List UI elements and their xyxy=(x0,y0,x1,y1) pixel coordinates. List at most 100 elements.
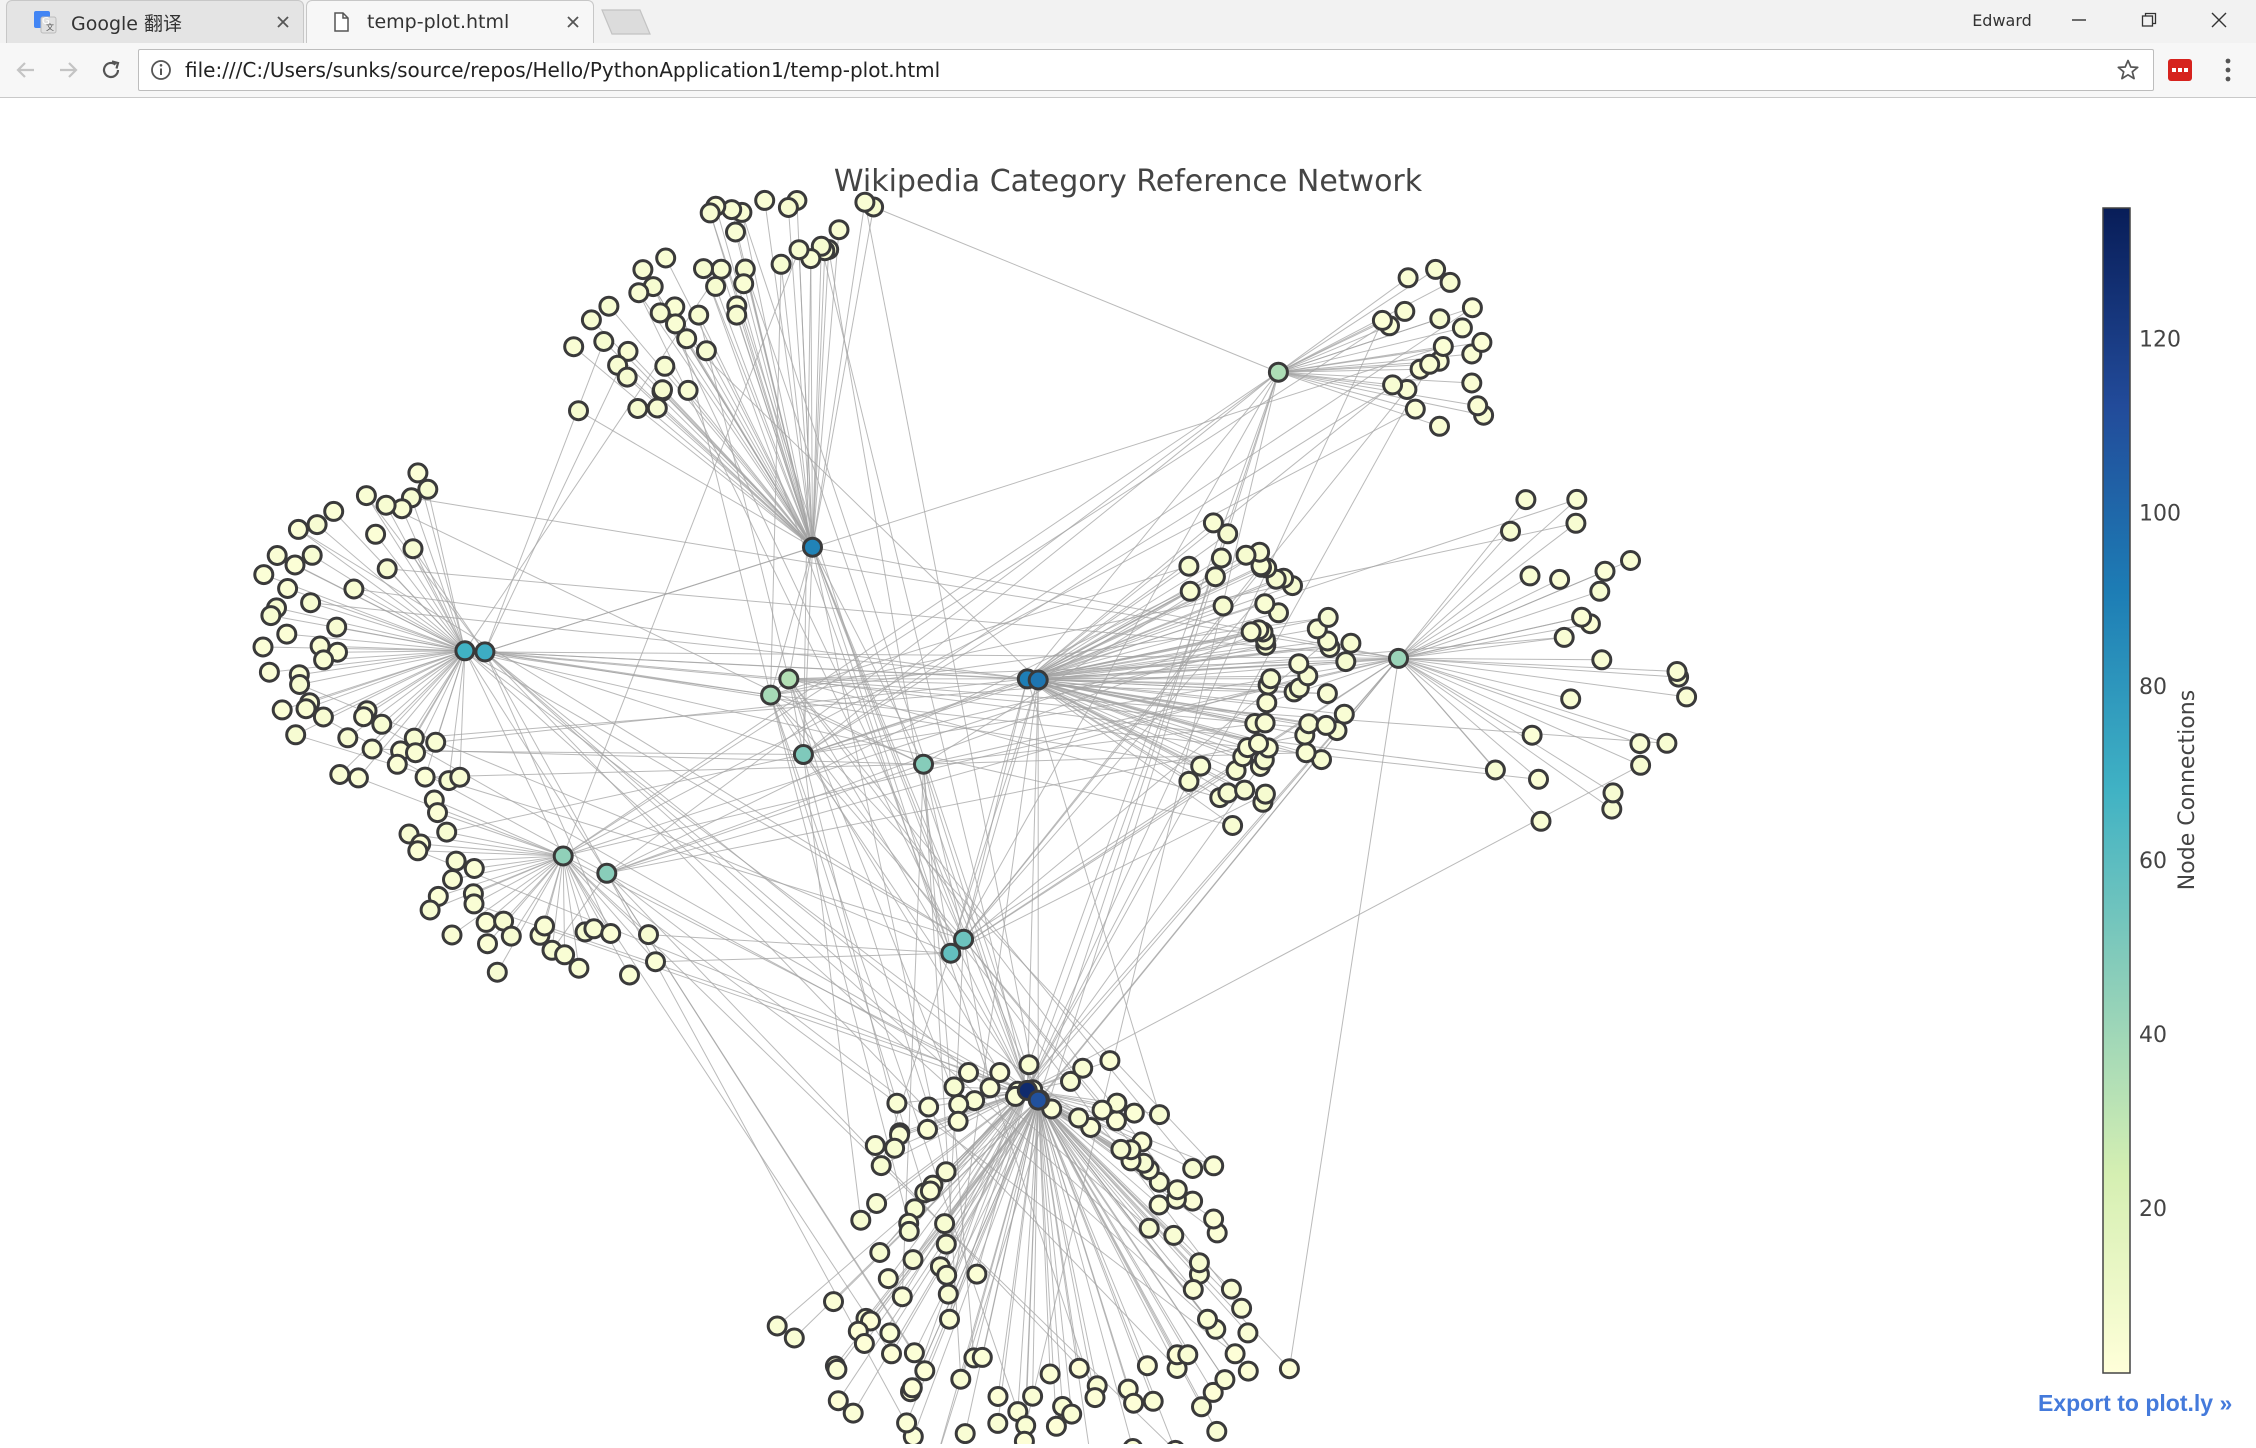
hub-node[interactable] xyxy=(1029,671,1047,689)
network-node[interactable] xyxy=(648,399,666,417)
network-node[interactable] xyxy=(465,860,483,878)
hub-node[interactable] xyxy=(804,538,822,556)
network-node[interactable] xyxy=(903,1379,921,1397)
network-node[interactable] xyxy=(1463,299,1481,317)
bookmark-star-icon[interactable] xyxy=(2113,55,2143,85)
forward-button[interactable] xyxy=(50,52,86,88)
tab-google-translate[interactable]: G 文 Google 翻译 xyxy=(6,0,304,43)
network-node[interactable] xyxy=(438,823,456,841)
network-node[interactable] xyxy=(1469,397,1487,415)
network-node[interactable] xyxy=(871,1244,889,1262)
network-node[interactable] xyxy=(960,1064,978,1082)
network-node[interactable] xyxy=(1226,1345,1244,1363)
network-node[interactable] xyxy=(1205,1210,1223,1228)
address-bar[interactable]: file:///C:/Users/sunks/source/repos/Hell… xyxy=(138,49,2154,91)
network-node[interactable] xyxy=(872,1157,890,1175)
network-node[interactable] xyxy=(262,607,280,625)
network-node[interactable] xyxy=(373,715,391,733)
network-node[interactable] xyxy=(1517,491,1535,509)
network-node[interactable] xyxy=(1297,744,1315,762)
network-node[interactable] xyxy=(1256,785,1274,803)
network-node[interactable] xyxy=(1181,582,1199,600)
network-node[interactable] xyxy=(1631,735,1649,753)
network-node[interactable] xyxy=(1256,714,1274,732)
network-node[interactable] xyxy=(1604,784,1622,802)
network-node[interactable] xyxy=(701,204,719,222)
network-node[interactable] xyxy=(570,402,588,420)
network-node[interactable] xyxy=(1431,310,1449,328)
network-node[interactable] xyxy=(1384,376,1402,394)
profile-button[interactable]: Edward xyxy=(1972,6,2032,34)
network-node[interactable] xyxy=(357,487,375,505)
network-node[interactable] xyxy=(1192,757,1210,775)
network-node[interactable] xyxy=(829,1392,847,1410)
network-node[interactable] xyxy=(886,1139,904,1157)
network-node[interactable] xyxy=(1396,302,1414,320)
network-node[interactable] xyxy=(852,1211,870,1229)
network-node[interactable] xyxy=(695,260,713,278)
network-node[interactable] xyxy=(1668,663,1686,681)
restore-button[interactable] xyxy=(2114,0,2184,40)
hub-node[interactable] xyxy=(456,642,474,660)
network-node[interactable] xyxy=(883,1345,901,1363)
network-node[interactable] xyxy=(345,580,363,598)
network-node[interactable] xyxy=(707,277,725,295)
network-node[interactable] xyxy=(905,1344,923,1362)
network-node[interactable] xyxy=(1125,1394,1143,1412)
network-node[interactable] xyxy=(640,926,658,944)
network-node[interactable] xyxy=(479,935,497,953)
network-node[interactable] xyxy=(1596,562,1614,580)
network-node[interactable] xyxy=(1453,319,1471,337)
network-node[interactable] xyxy=(367,525,385,543)
network-node[interactable] xyxy=(349,769,367,787)
network-node[interactable] xyxy=(1101,1052,1119,1070)
network-node[interactable] xyxy=(1406,400,1424,418)
network-node[interactable] xyxy=(756,191,774,209)
network-node[interactable] xyxy=(888,1094,906,1112)
network-node[interactable] xyxy=(502,927,520,945)
network-node[interactable] xyxy=(916,1362,934,1380)
network-node[interactable] xyxy=(856,193,874,211)
close-icon[interactable] xyxy=(269,8,297,36)
network-node[interactable] xyxy=(1063,1405,1081,1423)
network-node[interactable] xyxy=(1555,628,1573,646)
network-node[interactable] xyxy=(363,740,381,758)
network-node[interactable] xyxy=(772,255,790,273)
hub-node[interactable] xyxy=(780,670,798,688)
network-node[interactable] xyxy=(291,676,309,694)
network-node[interactable] xyxy=(952,1370,970,1388)
network-node[interactable] xyxy=(825,1293,843,1311)
network-node[interactable] xyxy=(678,330,696,348)
network-node[interactable] xyxy=(297,700,315,718)
network-node[interactable] xyxy=(585,920,603,938)
network-node[interactable] xyxy=(844,1404,862,1422)
network-node[interactable] xyxy=(1551,570,1569,588)
network-node[interactable] xyxy=(1319,608,1337,626)
hub-node[interactable] xyxy=(942,944,960,962)
network-node[interactable] xyxy=(1237,546,1255,564)
network-node[interactable] xyxy=(1280,1360,1298,1378)
network-node[interactable] xyxy=(679,381,697,399)
network-node[interactable] xyxy=(1212,549,1230,567)
network-node[interactable] xyxy=(1242,623,1260,641)
network-node[interactable] xyxy=(1250,735,1268,753)
hub-node[interactable] xyxy=(554,847,572,865)
network-node[interactable] xyxy=(303,546,321,564)
close-icon[interactable] xyxy=(559,8,587,36)
network-node[interactable] xyxy=(570,959,588,977)
network-node[interactable] xyxy=(1150,1196,1168,1214)
network-node[interactable] xyxy=(1421,355,1439,373)
network-node[interactable] xyxy=(1632,756,1650,774)
network-node[interactable] xyxy=(1239,1362,1257,1380)
network-node[interactable] xyxy=(936,1215,954,1233)
network-node[interactable] xyxy=(919,1120,937,1138)
tab-temp-plot[interactable]: temp-plot.html xyxy=(306,0,594,43)
network-node[interactable] xyxy=(1214,597,1232,615)
network-node[interactable] xyxy=(1233,1299,1251,1317)
network-node[interactable] xyxy=(278,625,296,643)
network-node[interactable] xyxy=(949,1112,967,1130)
network-node[interactable] xyxy=(1658,734,1676,752)
network-node[interactable] xyxy=(1441,273,1459,291)
network-node[interactable] xyxy=(377,496,395,514)
network-node[interactable] xyxy=(868,1195,886,1213)
